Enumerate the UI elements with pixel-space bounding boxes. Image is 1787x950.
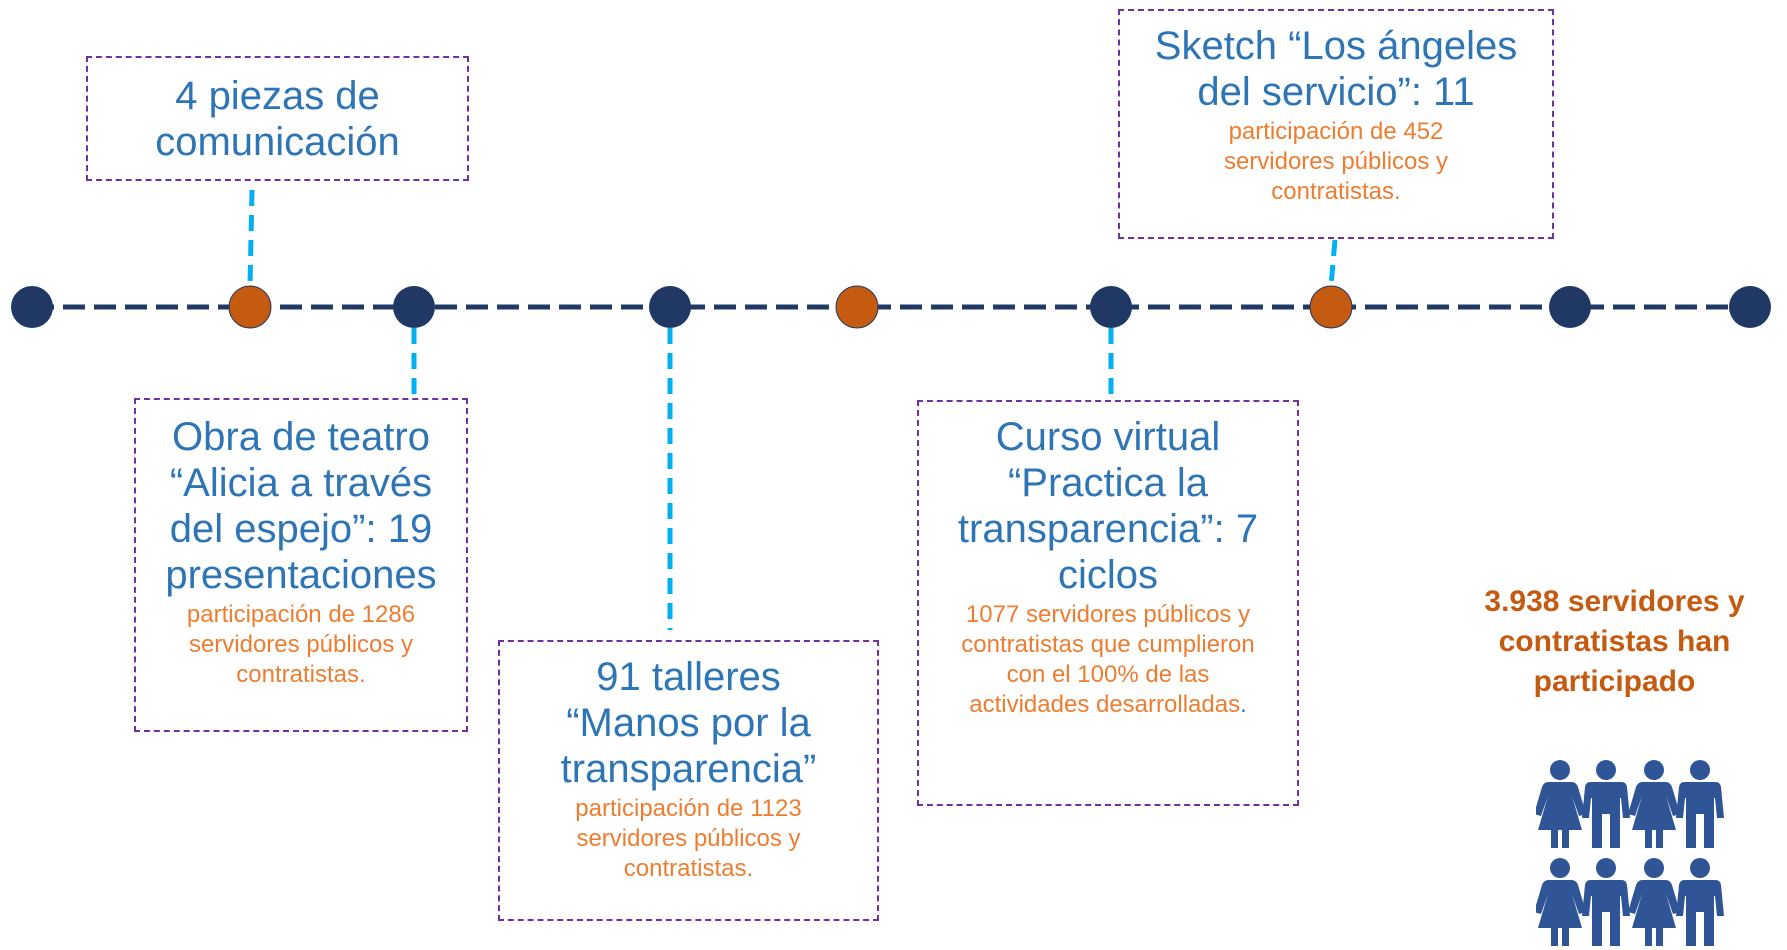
timeline-node-highlight <box>1309 285 1353 329</box>
item-communication-title: 4 piezas de comunicación <box>155 73 400 164</box>
item-theater-title: Obra de teatro “Alicia a través del espe… <box>165 415 437 597</box>
connector-sketch <box>1328 239 1338 287</box>
item-communication-box: 4 piezas de comunicación <box>86 56 469 181</box>
timeline-node <box>1549 286 1591 328</box>
timeline-node <box>1090 286 1132 328</box>
item-course-title: Curso virtual “Practica la transparencia… <box>957 415 1259 597</box>
timeline-node <box>11 286 53 328</box>
item-theater-detail: participación de 1286 servidores público… <box>186 601 416 688</box>
item-workshops-detail: participación de 1123 servidores público… <box>575 795 802 882</box>
item-course-detail-end: . <box>1240 691 1247 718</box>
item-sketch-detail: participación de 452 servidores públicos… <box>1223 118 1449 205</box>
timeline-node-highlight <box>228 285 272 329</box>
item-course-detail-text: 1077 servidores públicos y contratistas … <box>961 601 1255 718</box>
people-group-icon <box>1536 760 1724 946</box>
item-workshops-title: 91 talleres “Manos por la transparencia” <box>560 655 817 791</box>
item-workshops-box: 91 talleres “Manos por la transparencia”… <box>498 640 879 921</box>
timeline-node <box>649 286 691 328</box>
timeline-node-highlight <box>835 285 879 329</box>
item-sketch-box: Sketch “Los ángeles del servicio”: 11 pa… <box>1118 9 1554 239</box>
timeline-node <box>393 286 435 328</box>
participants-summary: 3.938 servidores y contratistas han part… <box>1484 585 1745 698</box>
timeline-node <box>1729 286 1771 328</box>
item-theater-box: Obra de teatro “Alicia a través del espe… <box>134 398 468 732</box>
connector-communication <box>247 189 255 287</box>
item-course-box: Curso virtual “Practica la transparencia… <box>917 400 1299 806</box>
item-sketch-title: Sketch “Los ángeles del servicio”: 11 <box>1154 24 1518 114</box>
item-course-detail: 1077 servidores públicos y contratistas … <box>948 600 1268 720</box>
